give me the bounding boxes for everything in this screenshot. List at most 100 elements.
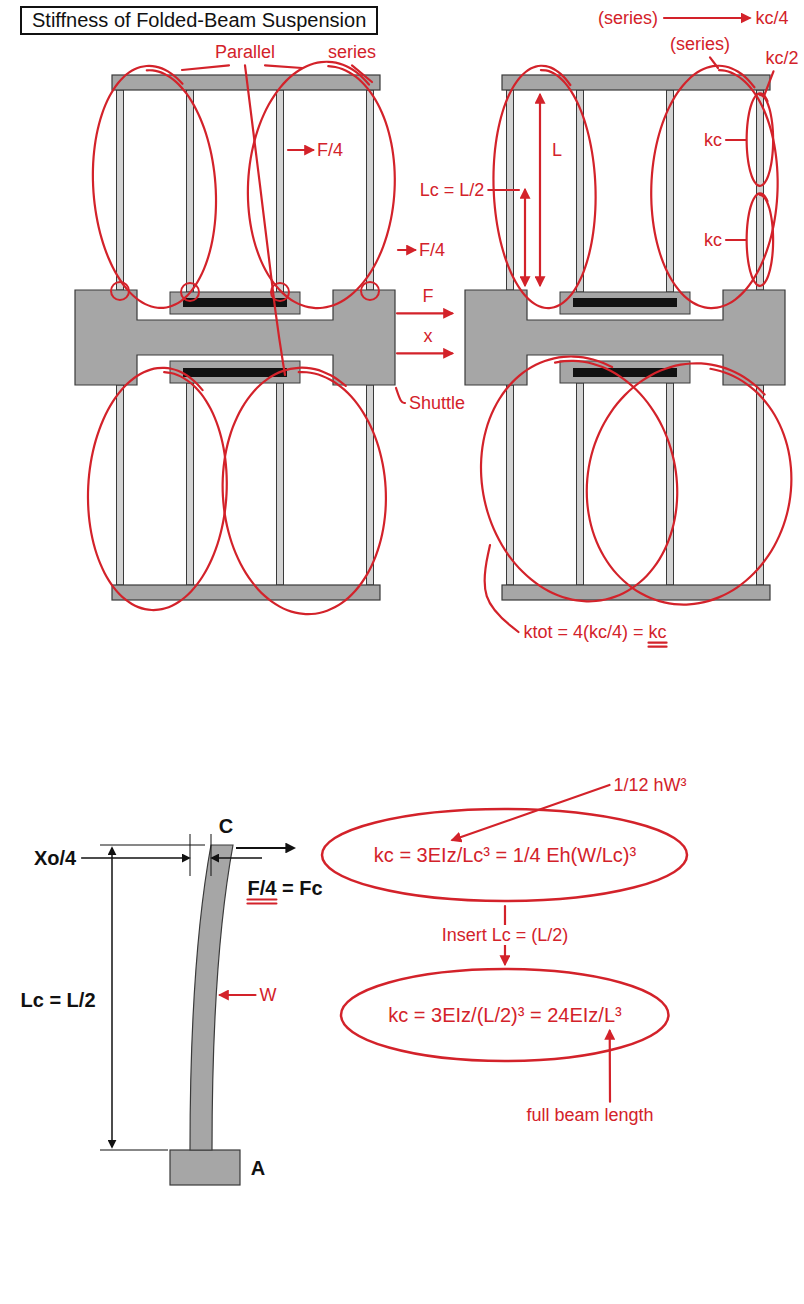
annotation-loop xyxy=(88,368,227,610)
dimension-arrow xyxy=(524,190,526,285)
beam xyxy=(367,385,374,585)
annotation-loop xyxy=(747,93,773,185)
beam xyxy=(667,90,674,292)
annotation-label: Parallel xyxy=(215,42,275,63)
leader-line xyxy=(726,239,746,241)
anchor xyxy=(573,298,677,307)
leader-line xyxy=(245,65,285,375)
leader-line xyxy=(485,545,519,632)
extension-line xyxy=(100,1150,168,1151)
displacement-arrow xyxy=(397,352,452,354)
point-label: A xyxy=(251,1157,265,1180)
point-label: C xyxy=(219,815,233,838)
annotation-circle xyxy=(181,283,199,301)
shuttle xyxy=(465,290,785,385)
annotation-label: series xyxy=(328,42,376,63)
dimension-arrow xyxy=(212,857,262,859)
force-arrow xyxy=(398,249,415,251)
annotation-loop xyxy=(481,357,677,602)
connector-label: Insert Lc = (L/2) xyxy=(438,925,573,946)
figure-layer xyxy=(75,75,785,1185)
leader-arrow xyxy=(609,1031,611,1102)
shuttle xyxy=(75,290,395,385)
beam xyxy=(667,383,674,585)
anchor-block xyxy=(170,1150,240,1185)
stiffness-label: kc/4 xyxy=(755,8,788,29)
leader-line xyxy=(726,139,746,141)
dimension-label: Xo/4 xyxy=(34,847,76,870)
formula-text: kc = 3EIz/Lc³ = 1/4 Eh(W/Lc)³ xyxy=(374,843,636,867)
equation-label: 1/12 hW³ xyxy=(613,775,686,796)
part-label: Shuttle xyxy=(409,393,465,414)
dimension-label: L xyxy=(552,140,562,161)
dimension-label: Lc = L/2 xyxy=(20,989,95,1012)
annotation-label: (series) xyxy=(670,34,730,55)
truss-bar xyxy=(502,75,770,90)
force-arrow xyxy=(288,149,313,151)
extension-line xyxy=(100,845,205,846)
annotation-loop xyxy=(747,193,773,285)
folded-beam-suspension xyxy=(465,75,785,600)
anchor xyxy=(183,298,287,307)
leader-line xyxy=(265,65,302,68)
displacement-label: x xyxy=(424,326,433,347)
beam xyxy=(277,383,284,585)
leader-arrow xyxy=(220,994,256,996)
underline xyxy=(247,902,276,904)
cantilever-beam xyxy=(170,845,240,1185)
title-box: Stiffness of Folded-Beam Suspension xyxy=(20,6,378,35)
beam xyxy=(117,385,124,585)
force-label: F/4 xyxy=(317,140,343,161)
annotation-loop xyxy=(223,368,386,614)
dimension-line xyxy=(111,848,113,1147)
force-label: F xyxy=(423,286,434,307)
leader-line xyxy=(396,388,405,403)
dimension-label: W xyxy=(260,985,277,1006)
beam xyxy=(757,385,764,585)
equation-label: ktot = 4(kc/4) = kc xyxy=(523,622,666,643)
truss-bar xyxy=(112,585,380,600)
underline xyxy=(649,642,667,644)
extension-line xyxy=(190,834,191,876)
annotation-loop xyxy=(93,66,216,308)
annotation-circle xyxy=(111,282,129,300)
annotation-arrow xyxy=(664,17,749,19)
dimension-arrow xyxy=(81,857,189,859)
beam xyxy=(187,383,194,585)
beam xyxy=(117,90,124,290)
note-label: full beam length xyxy=(526,1105,653,1126)
leader-line xyxy=(182,65,229,70)
formula-ellipse: kc = 3EIz/Lc³ = 1/4 Eh(W/Lc)³ xyxy=(320,807,689,903)
leader-line xyxy=(710,57,718,68)
beam xyxy=(367,90,374,290)
beam xyxy=(187,90,194,292)
stiffness-label: kc xyxy=(704,230,722,251)
folded-beam-suspension xyxy=(75,75,395,600)
annotation-circle xyxy=(361,282,379,300)
anchor-pad xyxy=(560,292,690,314)
ellipse-shape xyxy=(341,969,668,1061)
beam xyxy=(277,90,284,292)
beam xyxy=(190,845,233,1150)
force-arrow xyxy=(397,312,452,314)
stiffness-label: kc xyxy=(704,130,722,151)
extension-line xyxy=(211,834,212,876)
leader-line xyxy=(488,189,519,191)
annotation-label: (series) xyxy=(598,8,658,29)
underline xyxy=(247,898,276,900)
dimension-arrow xyxy=(539,95,541,285)
leader-line xyxy=(352,65,372,82)
formula-text: kc = 3EIz/(L/2)³ = 24EIz/L³ xyxy=(388,1003,621,1027)
annotation-layer xyxy=(88,18,791,1102)
annotation-loop xyxy=(587,363,792,604)
stiffness-label: kc/2 xyxy=(765,48,798,69)
annotation-loop xyxy=(493,66,595,308)
annotation-loop xyxy=(651,66,777,308)
anchor-pad xyxy=(170,292,300,314)
leader-line xyxy=(764,71,773,96)
dimension-label: Lc = L/2 xyxy=(420,180,485,201)
force-label: F/4 xyxy=(419,240,445,261)
